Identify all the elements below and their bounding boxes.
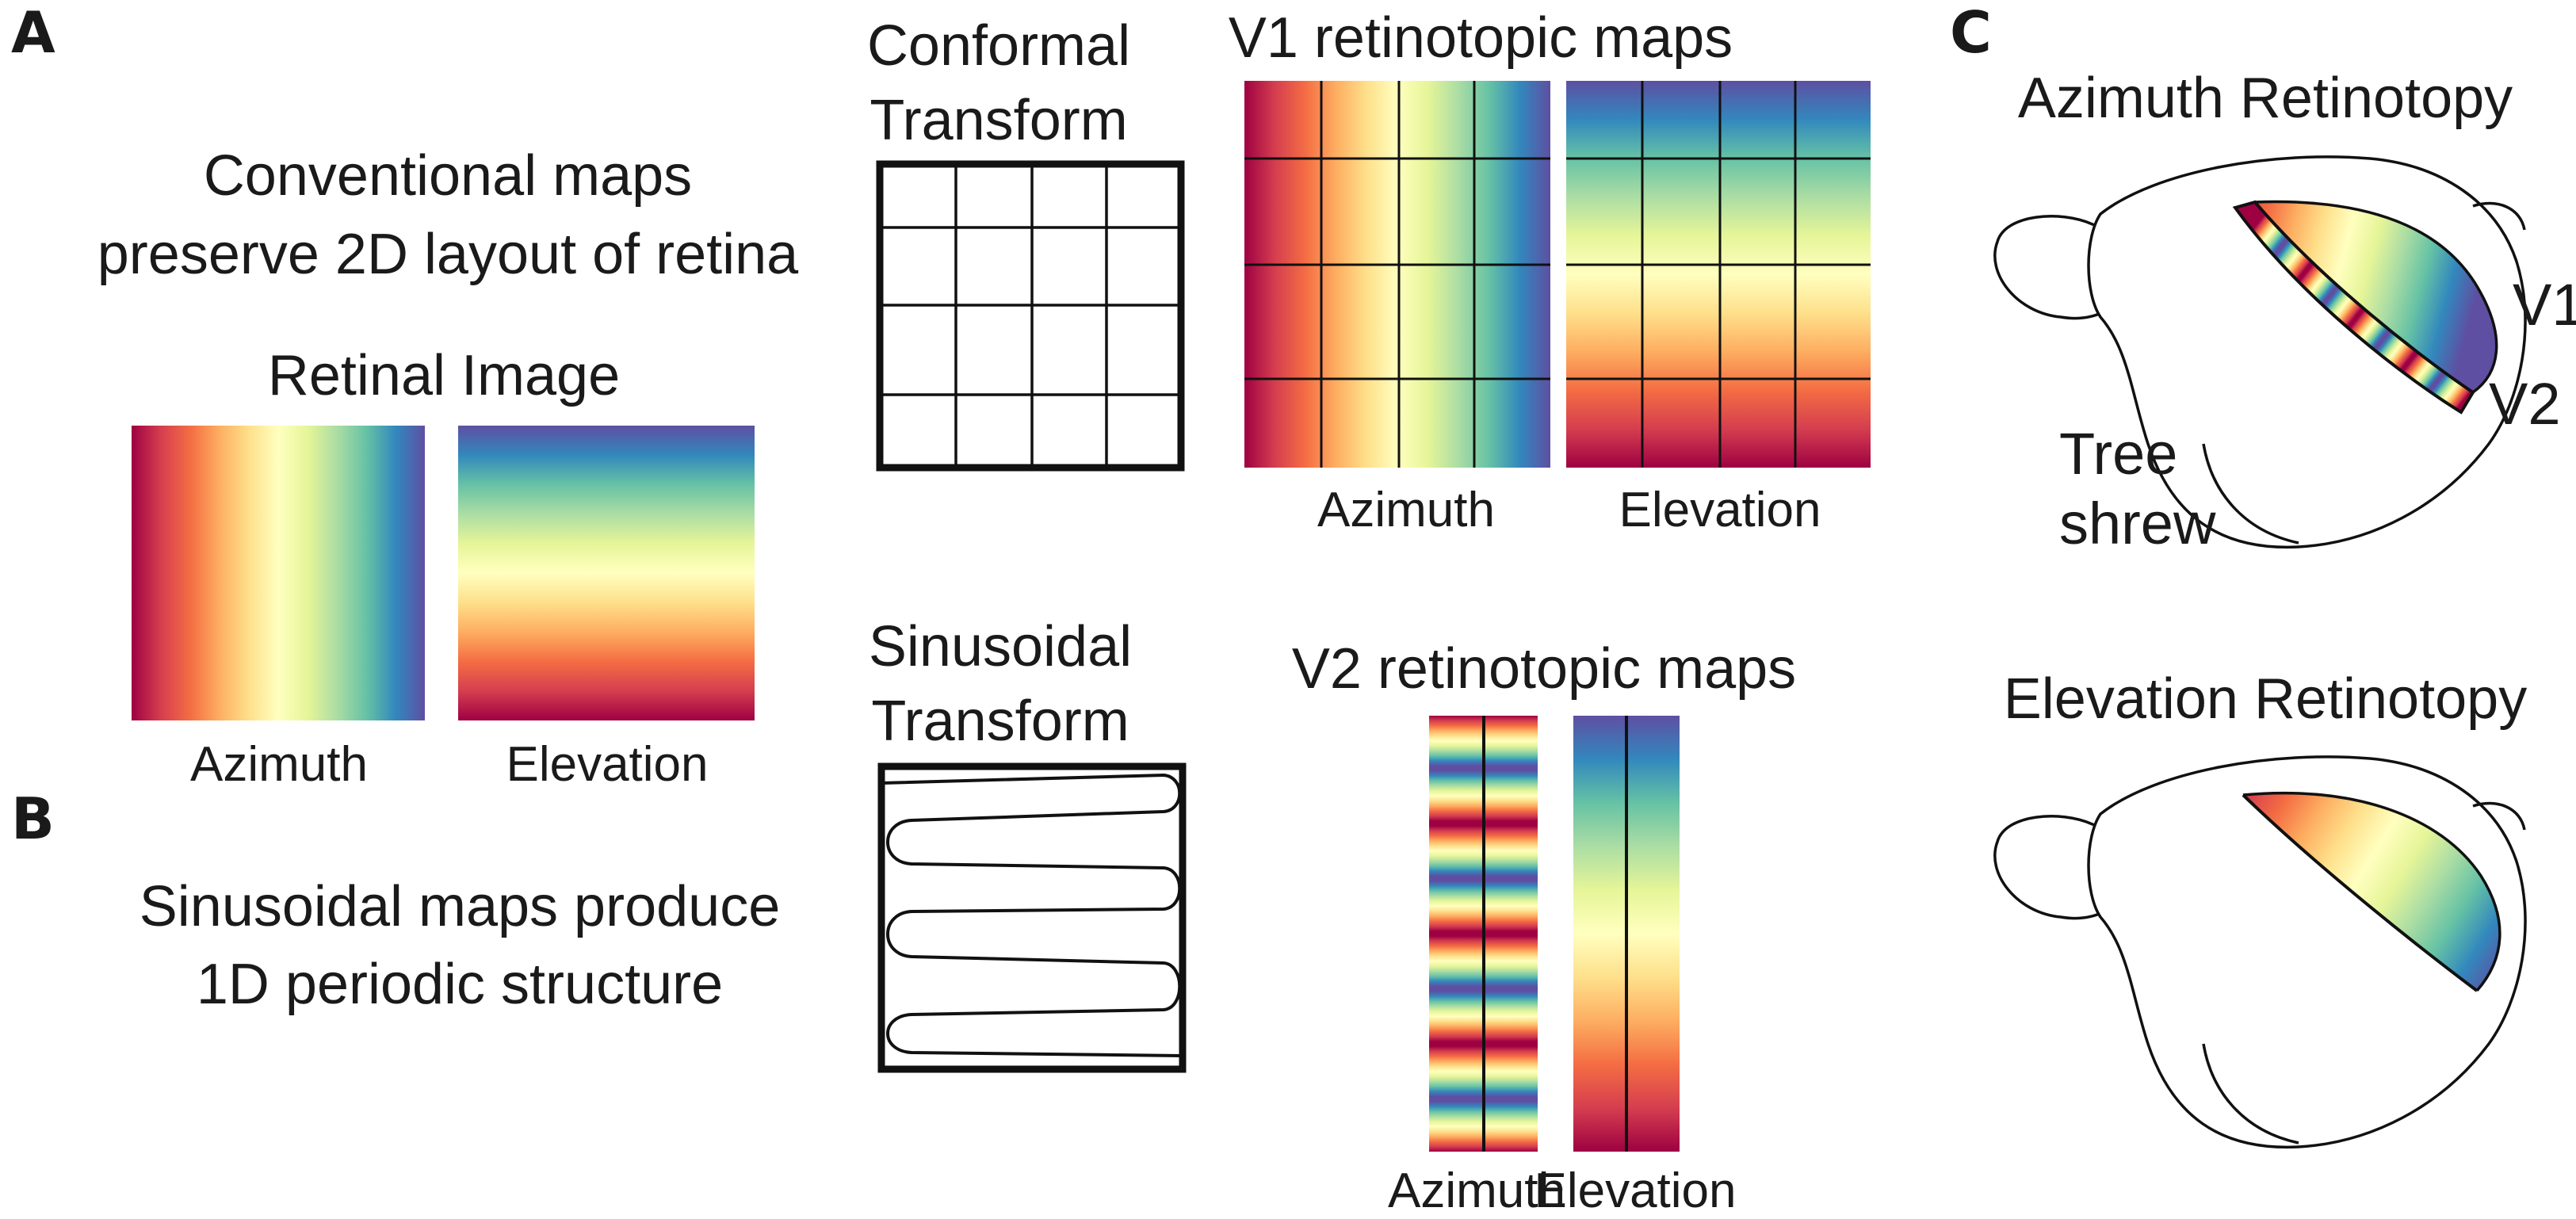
tree-shrew-brain-azimuth bbox=[1993, 155, 2527, 549]
sinusoidal-title-line2: Transform bbox=[871, 690, 1129, 753]
conformal-title-line1: Conformal bbox=[867, 14, 1130, 78]
v2-title: V2 retinotopic maps bbox=[1292, 637, 1796, 701]
conformal-title-line2: Transform bbox=[869, 89, 1127, 152]
v1-azimuth-label: Azimuth bbox=[1317, 483, 1495, 537]
tree-shrew-brain-elevation bbox=[1993, 755, 2527, 1149]
v1-elevation-map bbox=[1566, 81, 1871, 468]
v2-azimuth-map bbox=[1429, 716, 1538, 1152]
panel-a-description-line1: Conventional maps bbox=[204, 144, 692, 208]
v2-azimuth-label: Azimuth bbox=[1388, 1164, 1565, 1218]
cerebellum-edge-elevation bbox=[2472, 801, 2526, 831]
v2-elevation-label: Elevation bbox=[1534, 1164, 1736, 1218]
retinal-elevation-label: Elevation bbox=[506, 737, 708, 792]
retinal-azimuth-map bbox=[132, 426, 425, 720]
elevation-retinotopy-title: Elevation Retinotopy bbox=[2004, 667, 2527, 731]
v1-v2-border-elevation bbox=[2242, 793, 2479, 992]
conformal-grid bbox=[876, 160, 1185, 472]
v1-elevation-label: Elevation bbox=[1619, 483, 1821, 537]
v2-area-label: V2 bbox=[2489, 371, 2561, 437]
azimuth-retinotopy-title: Azimuth Retinotopy bbox=[2018, 67, 2513, 130]
species-label-line2: shrew bbox=[2059, 491, 2216, 556]
v1-title: V1 retinotopic maps bbox=[1229, 6, 1733, 70]
cerebellum-edge-azimuth bbox=[2472, 201, 2526, 231]
v1-area-label: V1 bbox=[2513, 272, 2576, 338]
v2-elevation-map bbox=[1573, 716, 1680, 1152]
panel-b-description-line1: Sinusoidal maps produce bbox=[140, 875, 781, 938]
panel-a-description-line2: preserve 2D layout of retina bbox=[97, 223, 799, 286]
panel-letter-a: A bbox=[11, 0, 55, 66]
panel-letter-c: C bbox=[1950, 0, 1992, 66]
retinal-elevation-map bbox=[458, 426, 755, 720]
retinal-image-title: Retinal Image bbox=[268, 344, 620, 407]
species-label-line1: Tree bbox=[2059, 421, 2177, 487]
panel-b-description-line2: 1D periodic structure bbox=[197, 953, 723, 1016]
panel-letter-b: B bbox=[11, 785, 55, 852]
sinusoidal-title-line1: Sinusoidal bbox=[869, 615, 1132, 678]
sinusoidal-path-diagram bbox=[877, 762, 1187, 1073]
temporal-edge-elevation bbox=[2202, 1043, 2299, 1144]
retinal-azimuth-label: Azimuth bbox=[190, 737, 368, 792]
temporal-edge-azimuth bbox=[2202, 443, 2299, 545]
v1-azimuth-map bbox=[1244, 81, 1550, 468]
